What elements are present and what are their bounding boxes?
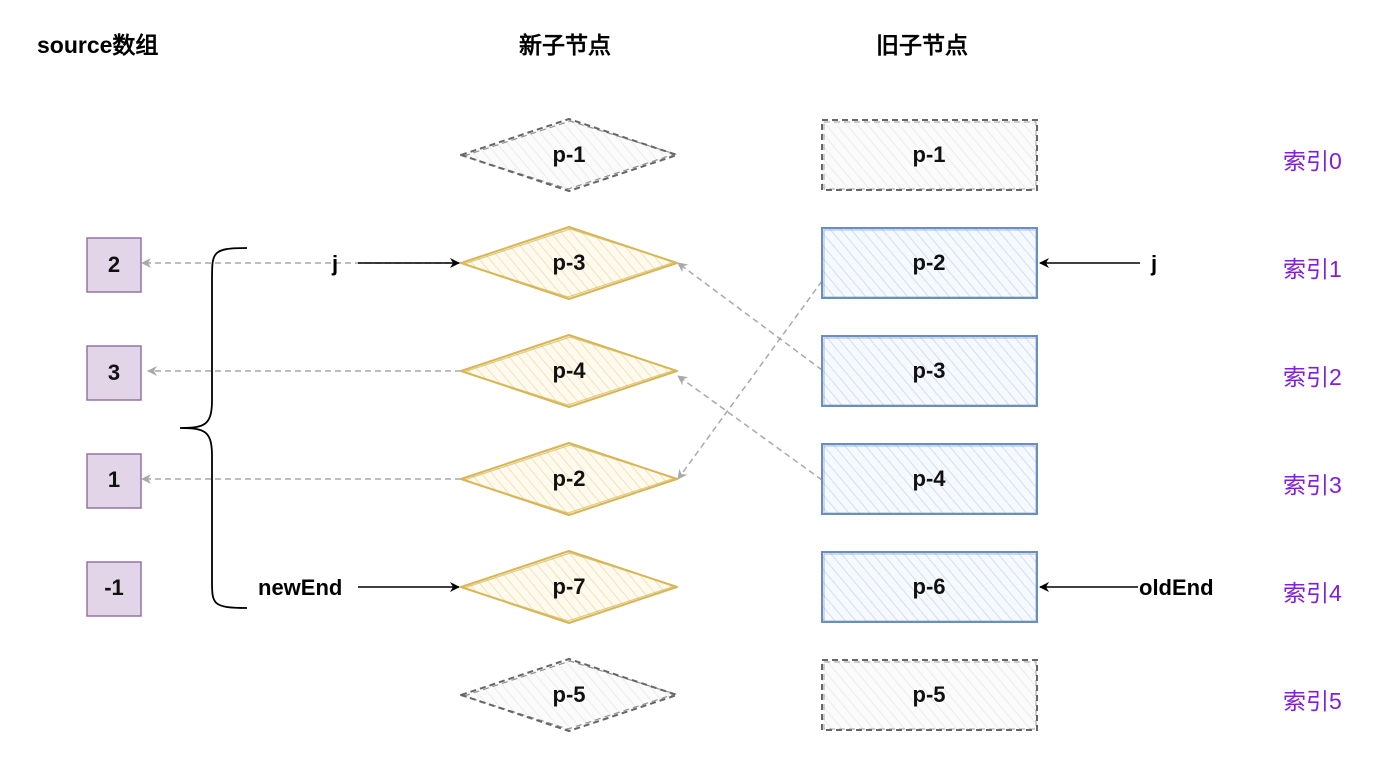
index-label: 索引5 [1283,688,1342,714]
source-array-item: 2 [107,252,121,277]
old-children-header: 旧子节点 [876,32,968,58]
new-child-label: p-5 [552,682,586,707]
old-child-label: p-4 [912,466,946,491]
old-child-label: p-3 [912,358,946,383]
old-child-label: p-2 [912,250,946,275]
new-child-label: p-2 [552,466,586,491]
old-end-pointer-label: oldEnd [1139,575,1214,600]
source-array-cell [86,237,142,293]
new-child-diamond [460,550,678,624]
new-child-diamond [460,658,678,732]
old-child-label: p-5 [912,682,946,707]
new-child-diamond [460,442,678,516]
index-label: 索引0 [1283,148,1342,174]
new-child-diamond [460,334,678,408]
source-array-item: 1 [107,467,121,492]
source-array-item: -1 [104,575,124,600]
node-mapping-arrow [677,375,823,481]
source-array-cell [86,345,142,401]
source-array-cell [86,561,142,617]
connector-layer [141,247,1140,609]
old-child-rect [821,119,1038,191]
old-child-rect-sketch [823,121,1037,190]
old-child-label: p-1 [912,142,946,167]
new-children-header: 新子节点 [519,32,611,58]
index-label: 索引1 [1283,256,1342,282]
new-child-label: p-3 [552,250,586,275]
node-mapping-arrow [677,280,823,480]
old-child-rect [821,335,1038,407]
new-child-diamond [460,118,678,192]
old-j-pointer-label: j [1151,251,1158,276]
node-layer [86,118,1038,732]
old-child-rect [821,659,1038,731]
node-mapping-arrow [677,262,823,371]
old-child-rect-sketch [823,661,1037,730]
new-child-diamond-sketch [462,660,677,730]
range-brace [179,247,248,609]
old-child-rect [821,227,1038,299]
old-child-label: p-6 [912,574,946,599]
new-child-diamond-sketch [462,228,677,298]
index-label: 索引4 [1283,580,1342,606]
source-array-item: 3 [107,360,121,385]
old-child-rect-sketch [823,445,1037,514]
new-child-diamond-sketch [462,444,677,514]
new-child-diamond-sketch [462,552,677,622]
index-label: 索引3 [1283,472,1342,498]
index-label: 索引2 [1283,364,1342,390]
new-child-label: p-7 [552,574,586,599]
new-child-diamond-sketch [462,120,677,190]
new-j-pointer-label: j [332,251,339,276]
source-array-cell [86,453,142,509]
new-child-label: p-1 [552,142,586,167]
old-child-rect-sketch [823,553,1037,622]
new-child-label: p-4 [552,358,586,383]
new-child-diamond-sketch [462,336,677,406]
old-child-rect [821,551,1038,623]
new-child-diamond [460,226,678,300]
new-end-pointer-label: newEnd [258,575,343,600]
source-array-header: source数组 [37,32,159,58]
old-child-rect [821,443,1038,515]
old-child-rect-sketch [823,337,1037,406]
old-child-rect-sketch [823,229,1037,298]
